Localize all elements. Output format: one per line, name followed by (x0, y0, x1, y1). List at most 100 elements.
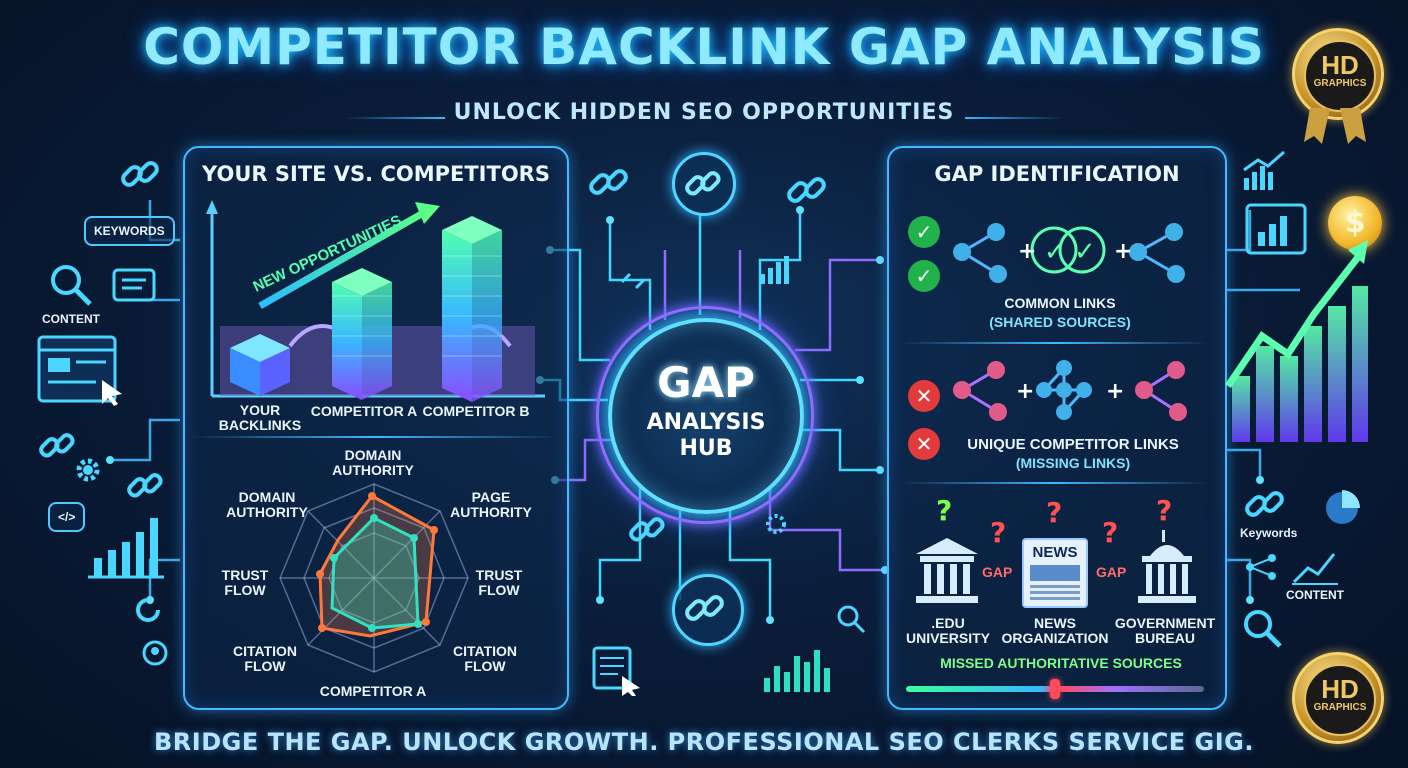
radar-label-bottom-left: CITATION FLOW (232, 643, 298, 674)
radar-label-top-left: DOMAIN AUTHORITY (226, 489, 308, 520)
link-icon (1245, 491, 1284, 517)
missed-sources-label: MISSED AUTHORITATIVE SOURCES (940, 655, 1182, 671)
svg-text:+: + (1016, 379, 1034, 404)
question-mark-icon: ? (1102, 516, 1119, 549)
bar-competitor-a (332, 268, 392, 400)
badge-ribbon-icon (1304, 108, 1366, 144)
source-label-government: GOVERNMENT BUREAU (1114, 615, 1216, 646)
gap-identification-title: GAP IDENTIFICATION (934, 162, 1180, 186)
page-subtitle: UNLOCK HIDDEN SEO OPPORTUNITIES (453, 100, 955, 125)
radar-competitor-a-shape (318, 494, 436, 638)
panel-divider (900, 482, 1210, 484)
network-icon (1246, 554, 1276, 580)
link-icon (589, 169, 628, 195)
common-links-title: COMMON LINKS (1004, 295, 1116, 311)
news-icon: NEWS (1022, 538, 1088, 608)
gear-icon (76, 458, 100, 482)
line-chart-icon (1292, 553, 1338, 585)
government-building-icon (1138, 530, 1196, 603)
comparison-panel-title: YOUR SITE VS. COMPETITORS (202, 162, 550, 186)
radar-label-top: DOMAIN AUTHORITY (332, 447, 414, 478)
link-icon (127, 473, 163, 498)
gap-label: GAP (982, 564, 1013, 580)
check-icon: ✓ (908, 216, 940, 248)
hub-subtitle: ANALYSIS HUB (646, 410, 766, 461)
radar-label-bottom-right: CITATION FLOW (452, 643, 518, 674)
content-label-right: CONTENT (1286, 588, 1344, 602)
hub-outer-ring (596, 306, 814, 524)
svg-text:+: + (1106, 379, 1124, 404)
search-icon (1244, 610, 1282, 648)
radar-chart (279, 483, 469, 673)
panel-divider (190, 436, 560, 438)
bar-competitor-b (442, 216, 502, 402)
trend-chart-icon (1243, 150, 1285, 190)
bar-label-competitor-b: COMPETITOR B (422, 403, 530, 419)
bar-label-your-backlinks: YOUR BACKLINKS (218, 402, 302, 433)
gear-icon (766, 514, 786, 534)
link-icon (685, 595, 724, 621)
cross-icon: ✕ (908, 380, 940, 412)
question-mark-icon: ? (1156, 494, 1173, 527)
radar-label-left: TRUST FLOW (221, 567, 269, 598)
gap-label: GAP (1096, 564, 1127, 580)
code-icon: </> (48, 502, 86, 532)
pie-chart-icon (1326, 490, 1360, 524)
cross-icon: ✕ (908, 428, 940, 460)
link-icon (121, 161, 159, 187)
unique-links-title: UNIQUE COMPETITOR LINKS (967, 436, 1179, 453)
browser-window-icon (37, 335, 122, 406)
progress-knob (1050, 679, 1060, 699)
hub-title: GAP (657, 358, 755, 407)
broken-link-icon (620, 272, 646, 290)
footer-tagline: BRIDGE THE GAP. UNLOCK GROWTH. PROFESSIO… (154, 728, 1254, 756)
badge-hd-text: HD (1321, 674, 1359, 704)
document-cursor-icon (592, 646, 640, 696)
gap-analysis-hub: GAP ANALYSIS HUB (596, 306, 814, 524)
panel-divider (900, 342, 1210, 344)
dollar-coin-icon: $ (1328, 196, 1382, 250)
unique-links-sub: (MISSING LINKS) (1015, 455, 1131, 471)
svg-text:✓: ✓ (1074, 237, 1096, 267)
search-icon (51, 265, 92, 306)
hd-graphics-badge-top: HD GRAPHICS (1292, 28, 1384, 120)
link-icon (39, 433, 75, 458)
search-icon (837, 605, 866, 634)
subtitle-line-left (345, 117, 445, 119)
news-sign: NEWS (1032, 544, 1078, 561)
bar-chart-icon (764, 650, 830, 692)
page-title: COMPETITOR BACKLINK GAP ANALYSIS (143, 18, 1265, 76)
radar-label-right: TRUST FLOW (475, 567, 523, 598)
keywords-bubble: KEYWORDS (84, 216, 175, 246)
chat-document-icon (112, 268, 156, 302)
question-mark-icon: ? (990, 516, 1007, 549)
source-label-edu: .EDU UNIVERSITY (905, 615, 990, 646)
keywords-label-right: Keywords (1240, 526, 1298, 540)
svg-text:✓: ✓ (1044, 237, 1066, 267)
university-icon (916, 538, 978, 603)
link-icon (787, 177, 826, 203)
unique-links-diagram: + + (953, 360, 1187, 421)
bar-chart-icon (760, 256, 789, 284)
badge-hd-text: HD (1321, 50, 1359, 80)
radar-label-bottom: COMPETITOR A (319, 683, 427, 699)
svg-text:+: + (1018, 239, 1036, 264)
backlink-bars-chart: NEW OPPORTUNITIES (206, 200, 545, 402)
bar-your-backlinks (230, 334, 290, 396)
radar-label-top-right: PAGE AUTHORITY (450, 489, 532, 520)
link-icon (685, 171, 721, 196)
content-label-left: CONTENT (42, 312, 100, 326)
growth-chart (1225, 240, 1368, 442)
badge-graphics-text: GRAPHICS (1313, 78, 1367, 89)
common-links-diagram: + + ✓ ✓ (953, 223, 1185, 283)
refresh-icon (136, 598, 160, 622)
badge-graphics-text: GRAPHICS (1313, 702, 1367, 713)
source-label-news: NEWS ORGANIZATION (1001, 615, 1109, 646)
bar-chart-window-icon (1245, 203, 1307, 255)
bar-chart-icon (88, 518, 164, 579)
question-mark-icon: ? (1046, 496, 1063, 529)
bar-label-competitor-a: COMPETITOR A (310, 403, 418, 419)
hd-graphics-badge-bottom: HD GRAPHICS (1292, 652, 1384, 744)
user-icon (142, 640, 168, 666)
